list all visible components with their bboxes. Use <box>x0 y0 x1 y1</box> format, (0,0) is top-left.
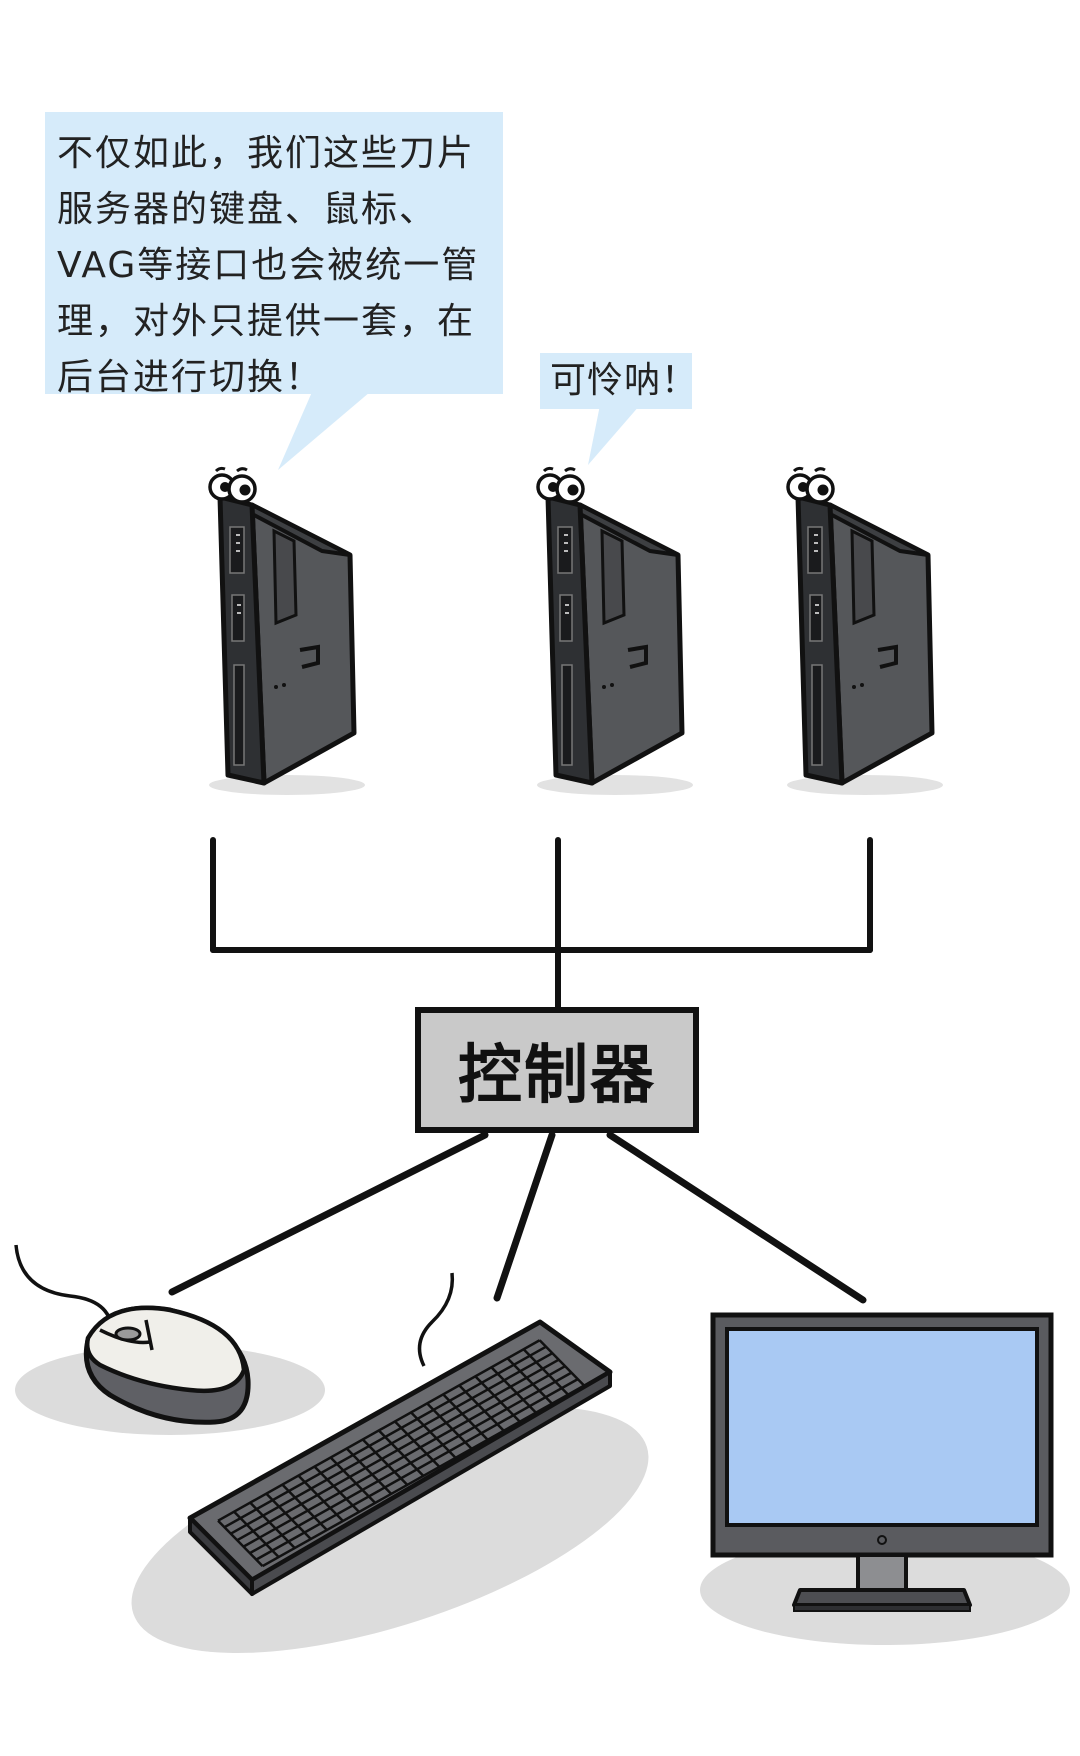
keyboard-icon <box>131 1272 649 1653</box>
monitor-icon <box>700 1312 1070 1645</box>
device-connection-lines <box>168 1131 867 1304</box>
server-connection-lines <box>210 837 873 1013</box>
mouse-icon <box>14 1244 325 1435</box>
blade-server-icon <box>537 468 693 795</box>
bubble-line: 理，对外只提供一套，在 <box>57 301 476 342</box>
bubble-line: VAG等接口也会被统一管 <box>57 245 480 286</box>
bubble-line: 服务器的键盘、鼠标、 <box>57 189 438 230</box>
bubble-line: 不仅如此，我们这些刀片 <box>57 133 476 174</box>
blade-server-icon <box>787 468 943 795</box>
speech-bubble-small: 可怜呐！ <box>540 353 697 409</box>
speech-bubble-main: 不仅如此，我们这些刀片 服务器的键盘、鼠标、 VAG等接口也会被统一管 理，对外… <box>45 112 503 398</box>
bubble-tail-small <box>588 405 640 465</box>
bubble-line: 后台进行切换！ <box>57 357 324 398</box>
blade-server-icon <box>209 468 365 795</box>
bubble-tail-main <box>278 392 370 470</box>
controller-box <box>415 1007 699 1133</box>
keyboard-keys <box>217 1339 586 1568</box>
controller-label: 控制器 <box>458 1039 656 1113</box>
